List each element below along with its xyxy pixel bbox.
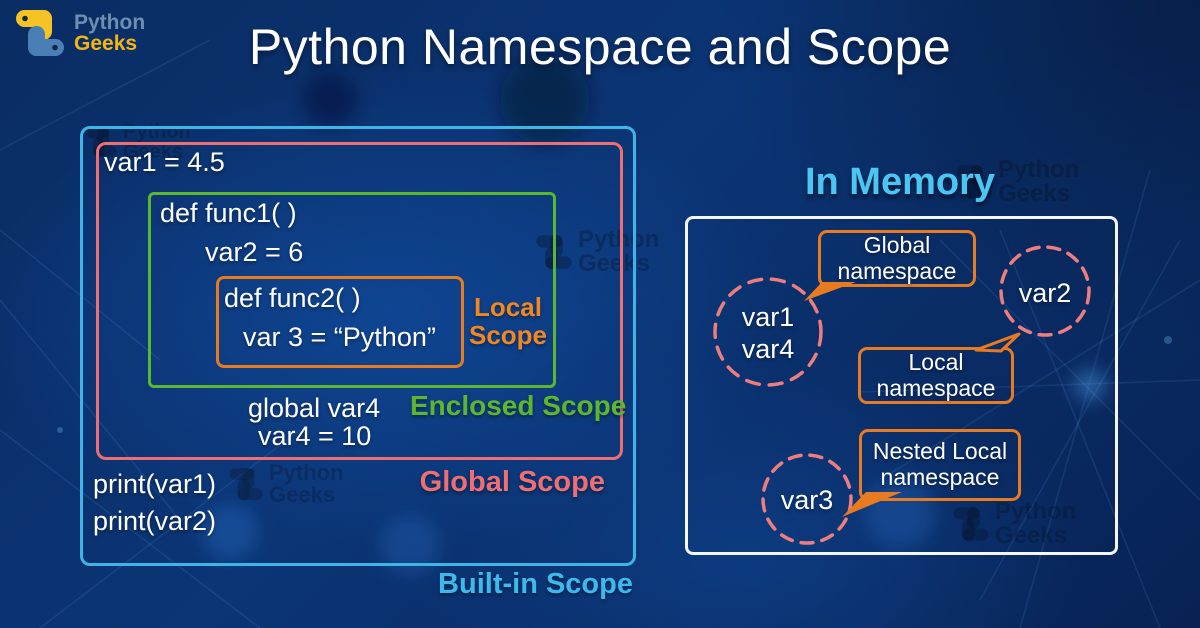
nested-local-namespace-bubble: Nested Local namespace <box>859 429 1021 501</box>
var3-circle-label: var3 <box>747 484 867 516</box>
logo-wordmark: Python Geeks <box>74 10 146 55</box>
watermark-line2: Geeks <box>578 250 651 277</box>
pythongeeks-logo-icon <box>16 10 64 56</box>
code-line-print-var2: print(var2) <box>93 506 217 536</box>
code-line-var4: var4 = 10 <box>258 421 372 451</box>
circle-line1: var2 <box>1018 278 1072 308</box>
circle-line1: var3 <box>780 485 834 515</box>
global-namespace-bubble: Global namespace <box>818 230 976 287</box>
watermark-line1: Python <box>998 156 1080 183</box>
local-scope-label: Local Scope <box>468 292 548 351</box>
memory-box <box>685 216 1118 555</box>
code-line-var1: var1 = 4.5 <box>104 147 225 177</box>
var1-var4-circle-label: var1 var4 <box>708 301 828 366</box>
bubble-line2: namespace <box>880 464 1000 490</box>
local-namespace-bubble: Local namespace <box>858 347 1014 404</box>
code-line-def-func2: def func2( ) <box>224 283 361 313</box>
watermark-line2: Geeks <box>269 482 336 507</box>
logo-word-geeks: Geeks <box>74 32 138 55</box>
bubble-line1: Global <box>863 231 931 258</box>
global-scope-box <box>96 142 623 460</box>
code-line-var3: var 3 = “Python” <box>243 322 436 352</box>
watermark-line2: Geeks <box>995 522 1068 549</box>
bubble-line2: namespace <box>876 374 996 401</box>
bubble-line1: Local <box>908 348 964 375</box>
code-line-print-var1: print(var1) <box>93 469 217 499</box>
builtin-scope-label: Built-in Scope <box>438 568 633 600</box>
pythongeeks-watermark-icon <box>953 507 989 541</box>
watermark-line1: Python <box>995 498 1077 525</box>
code-line-def-func1: def func1( ) <box>160 198 297 228</box>
var2-circle-label: var2 <box>985 277 1105 309</box>
code-line-var2: var2 = 6 <box>205 237 304 267</box>
watermark-line2: Geeks <box>998 180 1071 207</box>
bubble-line1: Nested Local <box>872 438 1008 465</box>
pythongeeks-watermark-icon <box>956 165 992 199</box>
logo-word-python: Python <box>74 10 146 34</box>
in-memory-heading: In Memory <box>804 161 996 203</box>
watermark-line2: Geeks <box>123 141 184 163</box>
builtin-scope-box <box>80 126 636 566</box>
watermark-line1: Python <box>578 226 660 253</box>
enclosed-scope-box <box>148 192 556 388</box>
pythongeeks-logo: Python Geeks <box>14 7 145 59</box>
global-scope-label: Global Scope <box>419 466 605 498</box>
circle-line2: var4 <box>741 334 795 365</box>
pythongeeks-watermark-icon <box>229 468 263 500</box>
circle-line1: var1 <box>741 302 795 332</box>
bubble-line2: namespace <box>837 257 957 284</box>
enclosed-scope-label: Enclosed Scope <box>410 390 627 421</box>
page-title: Python Namespace and Scope <box>248 19 952 75</box>
local-scope-box <box>216 276 464 368</box>
code-line-global-var4: global var4 <box>248 393 381 423</box>
watermark-line1: Python <box>269 460 344 485</box>
